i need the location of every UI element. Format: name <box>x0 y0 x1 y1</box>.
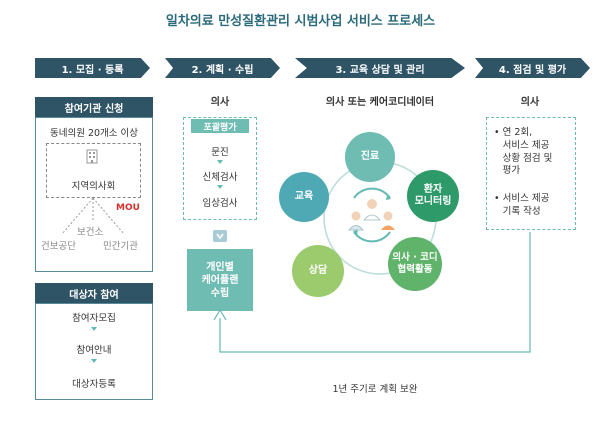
criteria-text: 동네의원 20개소 이상 <box>35 125 153 139</box>
step-1-label: 1. 모집 · 등록 <box>62 61 124 76</box>
building-icon <box>85 148 99 164</box>
eval-item-2: 서비스 제공 기록 작성 <box>503 193 550 219</box>
col3-actor: 의사 또는 케어코디네이터 <box>290 93 470 108</box>
participant-step-recruit: 참여자모집 <box>35 310 153 324</box>
participant-step-guide: 참여안내 <box>35 342 153 356</box>
nhis-label: 건보공단 <box>41 238 76 252</box>
participant-step-register: 대상자등록 <box>35 376 153 390</box>
col4-actor: 의사 <box>495 93 565 108</box>
step-2: 2. 계획 · 수립 <box>165 58 280 78</box>
assessment-item-physical: 신체검사 <box>183 169 257 183</box>
step-4: 4. 점검 및 평가 <box>475 58 590 78</box>
arrow-down-icon <box>217 185 223 189</box>
arrow-down-icon <box>91 359 97 363</box>
step-3-label: 3. 교육 상담 및 관리 <box>335 61 424 76</box>
local-assoc-label: 지역의사회 <box>46 178 141 192</box>
step-3: 3. 교육 상담 및 관리 <box>295 58 465 78</box>
step-1: 1. 모집 · 등록 <box>35 58 150 78</box>
feedback-arrow <box>200 220 580 365</box>
eval-item-1: 연 2회, 서비스 제공 상황 점검 및 평가 <box>503 127 553 178</box>
step-4-label: 4. 점검 및 평가 <box>499 61 566 76</box>
circle-education: 교육 <box>279 172 329 222</box>
eval-bullet-1: • 연 2회, 서비스 제공 상황 점검 및 평가 <box>494 127 552 178</box>
circle-treatment: 진료 <box>345 132 395 182</box>
participant-header: 대상자 참여 <box>35 283 153 303</box>
arrow-down-icon <box>217 160 223 164</box>
arrow-down-icon <box>91 327 97 331</box>
assessment-item-interview: 문진 <box>183 144 257 158</box>
circle-monitoring: 환자 모니터링 <box>407 170 459 222</box>
health-center-label: 보건소 <box>77 224 103 238</box>
step-2-label: 2. 계획 · 수립 <box>192 61 254 76</box>
assessment-header: 포괄평가 <box>191 119 249 133</box>
assessment-item-clinical: 임상검사 <box>183 195 257 209</box>
institution-header: 참여기관 신청 <box>35 97 153 117</box>
cycle-label: 1년 주기로 계획 보완 <box>300 381 450 395</box>
private-inst-label: 민간기관 <box>103 238 138 252</box>
eval-bullet-2: • 서비스 제공 기록 작성 <box>494 193 549 219</box>
col2-actor: 의사 <box>185 93 255 108</box>
diagram-title: 일차의료 만성질환관리 시범사업 서비스 프로세스 <box>0 10 601 29</box>
